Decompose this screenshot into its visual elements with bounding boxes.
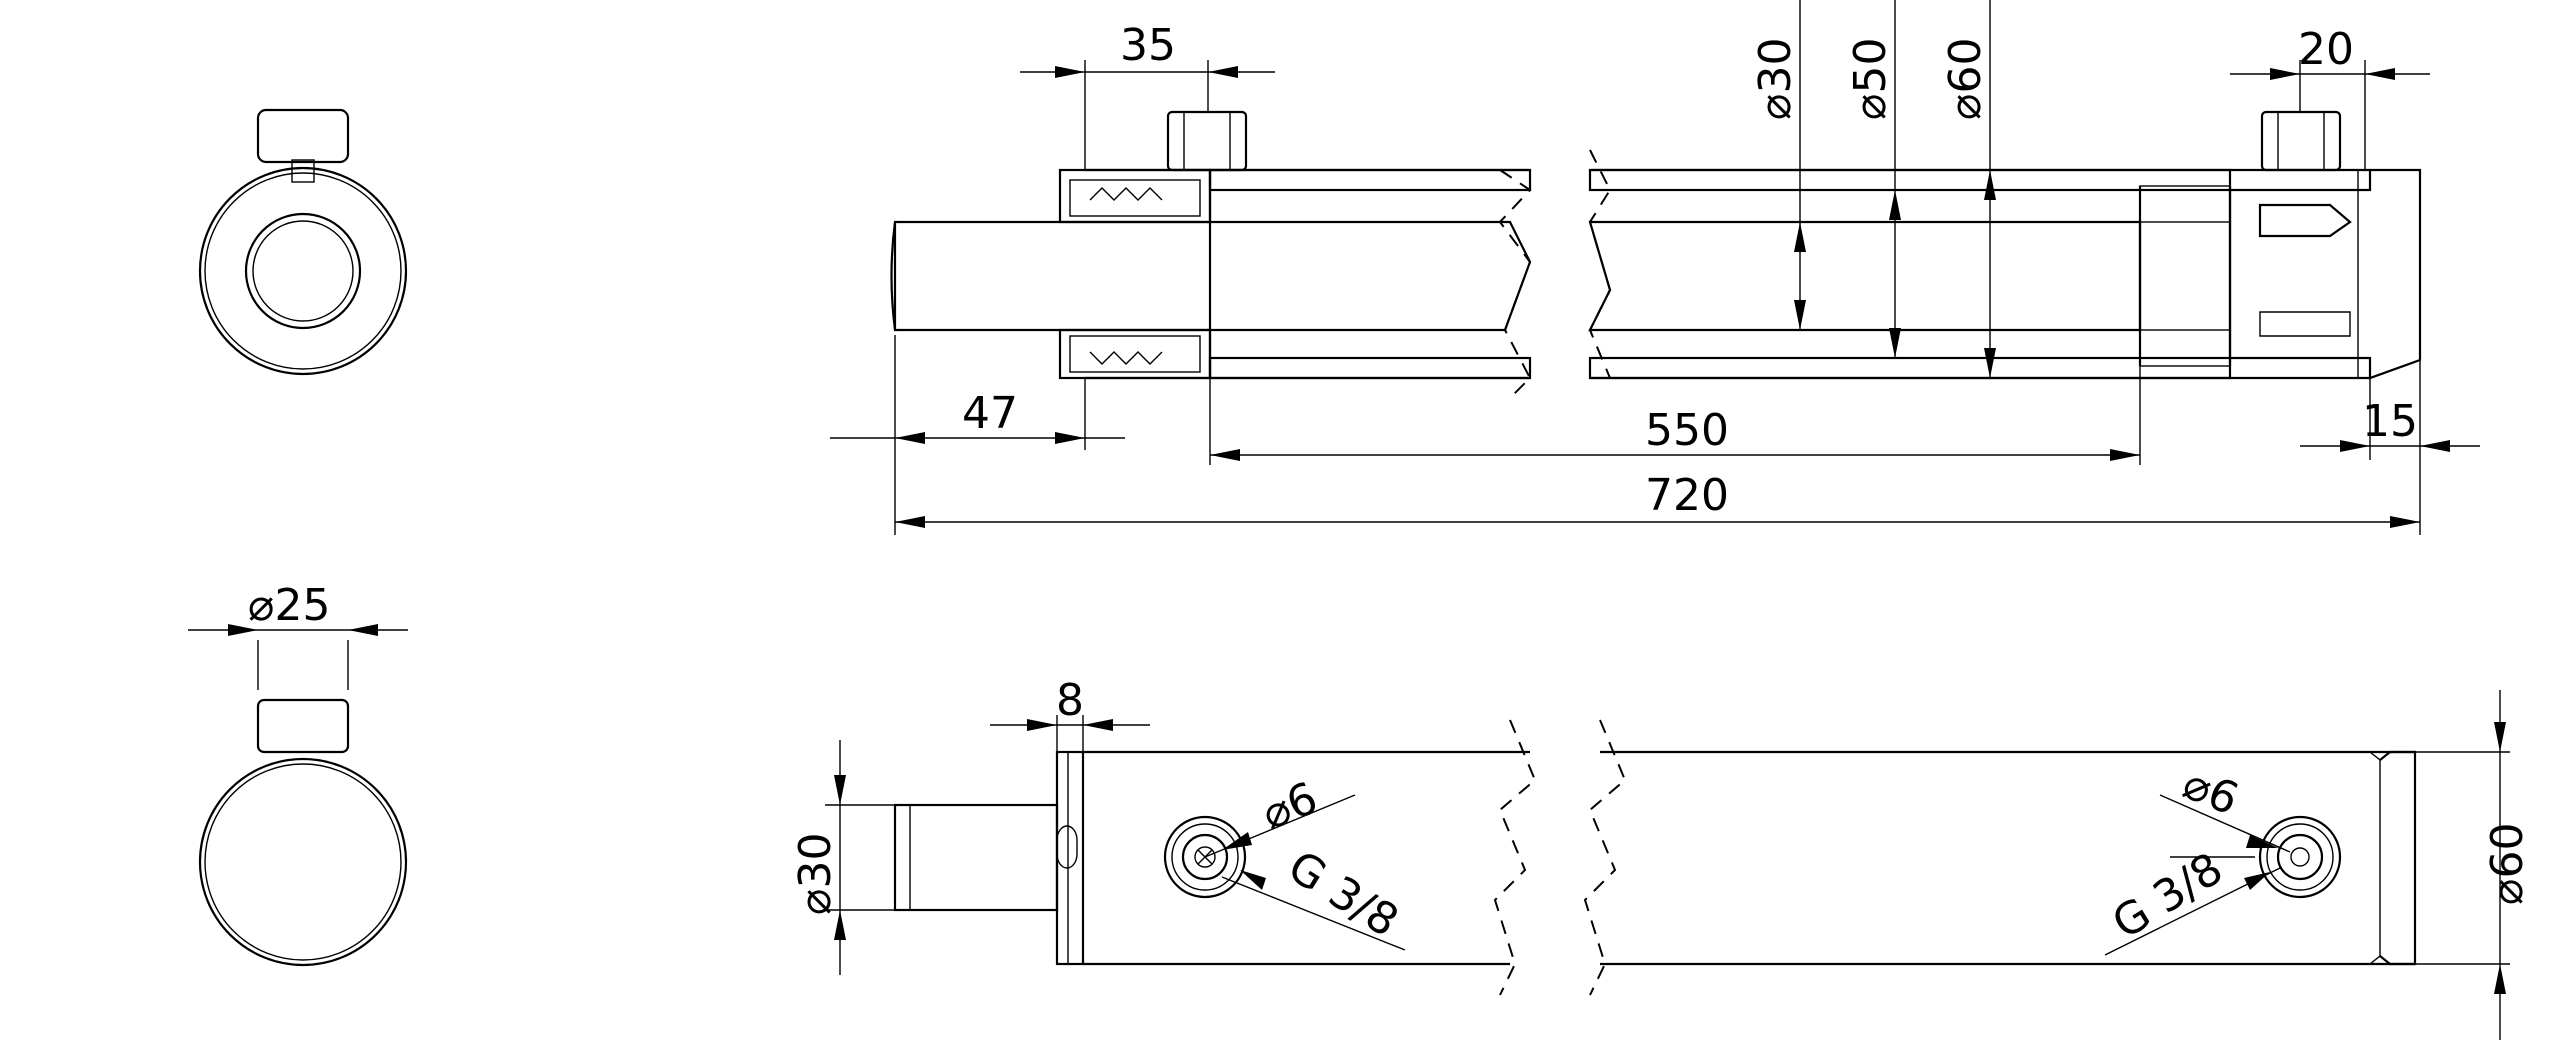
dim-dia60-top: ⌀60 [1940,0,1996,378]
thread-right-text: G 3/8 [2104,843,2232,949]
section-view [890,110,2422,399]
dim-8-text: 8 [1056,675,1084,726]
dim-20: 20 [2230,24,2430,170]
dim-dia60-bottom-text: ⌀60 [2482,823,2533,905]
dim-47-text: 47 [962,388,1018,439]
dim-dia30-top: ⌀30 [1750,0,1806,330]
end-view-top [198,108,408,376]
side-view [893,719,2417,996]
dim-dia60-top-text: ⌀60 [1940,38,1991,120]
dim-dia60-bottom: ⌀60 [2415,690,2533,1040]
dim-dia30-bottom: ⌀30 [790,740,895,975]
dim-35-text: 35 [1120,20,1176,71]
end-view-bottom: ⌀25 [188,580,408,967]
dim-dia50-text: ⌀50 [1845,38,1896,120]
thread-left-text: G 3/8 [1279,841,1407,947]
callout-left-port: ⌀6 G 3/8 [1204,773,1407,951]
dim-dia25: ⌀25 [248,580,330,631]
dim-720: 720 [895,470,2420,528]
dim-20-text: 20 [2298,24,2354,75]
dim-dia50: ⌀50 [1845,0,1901,358]
dim-15: 15 [2300,360,2480,535]
dim-550-text: 550 [1645,405,1729,456]
dim-35: 35 [1020,20,1275,170]
dim-15-text: 15 [2362,396,2418,447]
dim-dia30-bottom-text: ⌀30 [790,833,841,915]
dim-dia6-right-text: ⌀6 [2176,758,2246,826]
callout-right-port: ⌀6 G 3/8 [2104,758,2291,956]
dim-8: 8 [990,675,1150,752]
dim-47: 47 [830,335,1125,535]
dim-720-text: 720 [1645,470,1729,521]
dim-dia30-top-text: ⌀30 [1750,38,1801,120]
dim-dia6-left-text: ⌀6 [1255,773,1325,841]
dim-550: 550 [1209,366,2141,465]
